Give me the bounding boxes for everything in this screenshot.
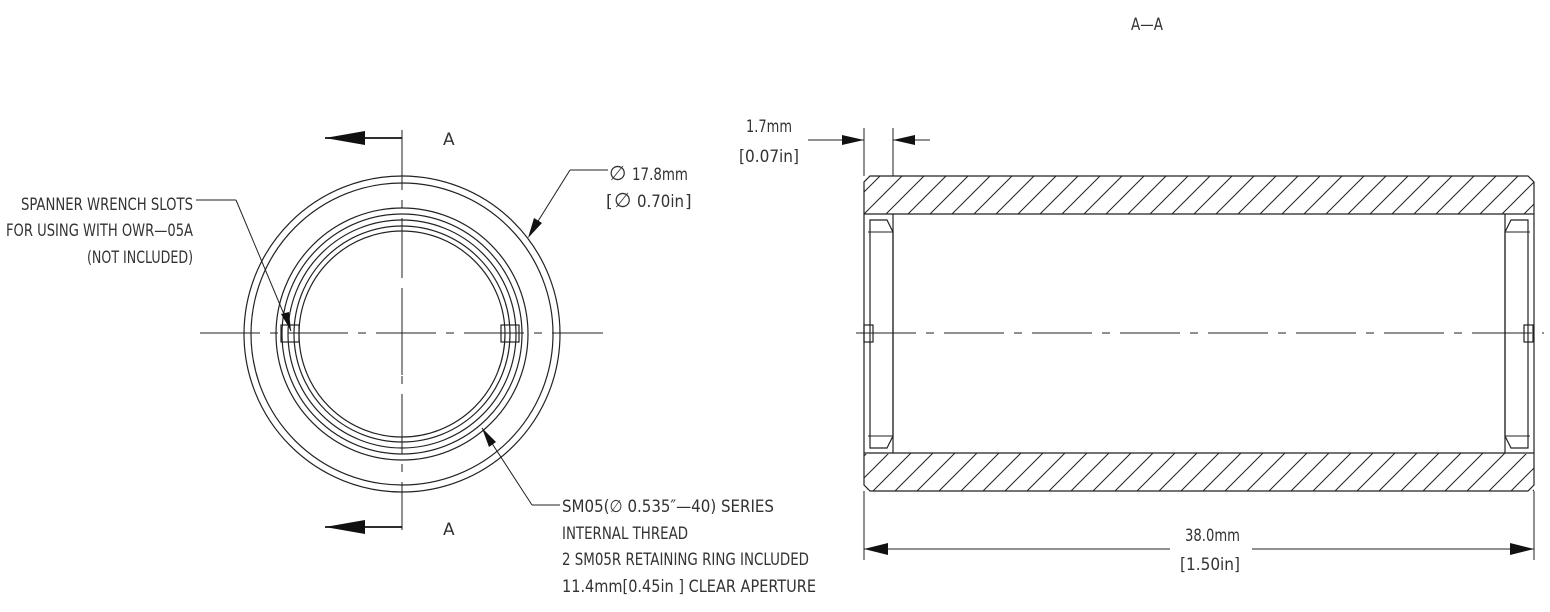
length-dim-arrow-right [1510, 543, 1534, 555]
right-ring-mask [1505, 214, 1533, 454]
front-view: A A SPANNER WRENCH SLOTS FOR USING WITH … [6, 130, 816, 597]
slots-callout-line3: (NOT INCLUDED) [87, 248, 193, 268]
section-arrow-top [325, 131, 365, 145]
section-title: A—A [1131, 15, 1163, 35]
slots-leader [235, 199, 292, 332]
thread-callout-line4: 11.4mm[0.45in ] CLEAR APERTURE [562, 577, 816, 597]
diameter-label-imperial: [ ∅ 0.70in ] [606, 188, 692, 212]
thread-callout-line2: INTERNAL THREAD [562, 524, 688, 544]
section-arrow-bottom [325, 520, 365, 534]
wall-dim-arrow-right [893, 135, 915, 145]
diameter-label-metric: ∅ 17.8mm [609, 161, 688, 185]
slots-callout-line1: SPANNER WRENCH SLOTS [21, 195, 193, 215]
left-ring-mask [865, 214, 893, 454]
diameter-bracket-open: [ [606, 192, 613, 212]
diameter-symbol-metric: ∅ [609, 161, 626, 185]
diameter-symbol-imperial: ∅ [614, 188, 631, 212]
thread-leader-arrow [482, 428, 496, 447]
wall-dim-imperial: [0.07in] [739, 147, 799, 167]
wall-dim-metric: 1.7mm [746, 117, 792, 137]
body-outline [863, 175, 1535, 492]
slots-leader-arrow [281, 312, 291, 331]
diameter-bracket-close: ] [685, 192, 692, 212]
length-dim-arrow-left [864, 543, 888, 555]
section-marker-bottom: A [443, 520, 455, 540]
section-marker-top: A [443, 130, 455, 150]
thread-callout-line3: 2 SM05R RETAINING RING INCLUDED [562, 550, 809, 570]
top-wall-hatch [864, 176, 1534, 214]
wall-dim-arrow-left [842, 135, 864, 145]
bottom-wall-hatch [864, 453, 1534, 491]
diameter-value-metric: 17.8mm [632, 165, 688, 185]
length-dim-imperial: [1.50in] [1180, 555, 1240, 575]
length-dim-metric: 38.0mm [1185, 526, 1240, 546]
diameter-leader-arrow [528, 218, 542, 238]
thread-callout-line1: SM05(∅ 0.535″—40) SERIES [562, 497, 774, 517]
slots-callout-line2: FOR USING WITH OWR—05A [6, 221, 193, 241]
section-view: A—A 1.7mm [ [739, 15, 1544, 575]
diameter-value-imperial: 0.70in [637, 192, 684, 212]
